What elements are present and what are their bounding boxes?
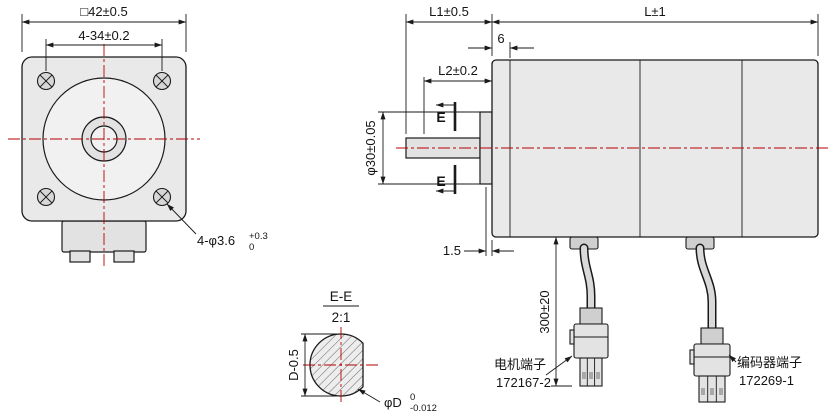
dim-l1-text: L1±0.5 [429, 4, 469, 19]
hole-callout-text: 4-φ3.6 [197, 233, 235, 248]
front-view: □42±0.5 4-34±0.2 4-φ3.6 +0.3 0 [8, 4, 268, 268]
dim-step: 1.5 [443, 187, 514, 258]
dim-flange-width: □42±0.5 [21, 4, 187, 52]
hole-callout: 4-φ3.6 +0.3 0 [166, 203, 268, 253]
dim-step-text: 1.5 [443, 243, 461, 258]
encoder-terminal-part: 172269-1 [739, 373, 794, 388]
dim-l2-text: L2±0.2 [438, 63, 478, 78]
section-scale: 2:1 [332, 310, 351, 325]
section-view: E-E 2:1 D-0.5 φD 0 -0.012 [286, 289, 437, 414]
screw-hole [36, 187, 56, 207]
side-view: L1±0.5 L±1 6 L2±0.2 φ30±0.05 [363, 4, 828, 403]
hole-tol-upper: +0.3 [249, 231, 268, 242]
motor-connector [569, 307, 609, 387]
dia-tol-upper: 0 [410, 392, 415, 403]
encoder-terminal-callout: 编码器端子 172269-1 [728, 354, 802, 388]
hole-tol-lower: 0 [249, 242, 254, 253]
motor-body-outline [491, 59, 819, 238]
screw-hole [152, 71, 172, 91]
encoder-cable [695, 243, 717, 335]
section-cut-marks: E E [435, 102, 457, 194]
dim-flange-thickness-text: 6 [497, 31, 504, 46]
dim-flange-thickness: 6 [468, 31, 534, 58]
dim-cable-length-text: 300±20 [537, 290, 552, 333]
screw-hole [36, 71, 56, 91]
encoder-terminal-label: 编码器端子 [737, 355, 802, 370]
dim-hole-spacing: 4-34±0.2 [45, 28, 163, 71]
screw-hole [152, 187, 172, 207]
motor-terminal-part: 172167-2 [496, 375, 551, 390]
dim-flat: D-0.5 [286, 333, 337, 397]
dia-tol-lower: -0.012 [410, 403, 437, 414]
dim-flange-text: □42±0.5 [80, 4, 128, 19]
motor-cable [579, 243, 596, 317]
dim-l-text: L±1 [644, 4, 666, 19]
dim-l1: L1±0.5 [405, 4, 493, 134]
dim-boss-dia-text: φ30±0.05 [363, 120, 378, 175]
dim-dia-callout: φD 0 -0.012 [357, 388, 437, 414]
terminal-housing-foot [113, 250, 135, 263]
encoder-connector [689, 327, 731, 403]
terminal-housing-foot [69, 250, 91, 263]
dim-cable-length: 300±20 [537, 236, 572, 387]
dim-l: L±1 [491, 4, 819, 56]
section-mark-top: E [436, 109, 445, 125]
dim-dia-text: φD [384, 395, 402, 410]
dim-l2: L2±0.2 [423, 63, 493, 134]
motor-terminal-label: 电机端子 [494, 357, 546, 372]
shaft-section-hatch [309, 333, 364, 397]
section-mark-bottom: E [436, 173, 445, 189]
section-title: E-E [330, 289, 353, 304]
dim-boss-dia: φ30±0.05 [363, 111, 482, 185]
dim-flat-text: D-0.5 [286, 349, 301, 381]
motor-terminal-callout: 电机端子 172167-2 [494, 355, 573, 390]
dim-hole-spacing-text: 4-34±0.2 [78, 28, 129, 43]
